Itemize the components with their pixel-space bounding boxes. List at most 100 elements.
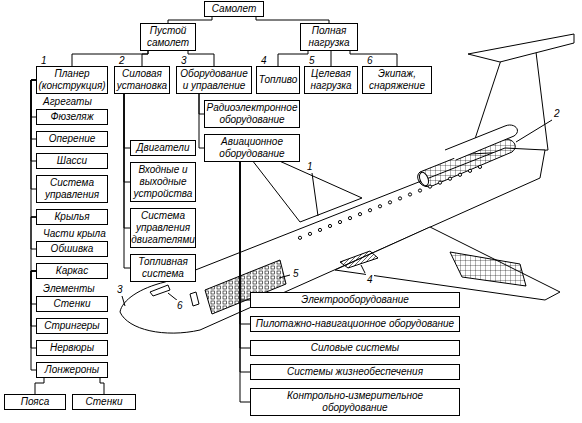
box-text: Топливная система xyxy=(134,256,192,280)
window xyxy=(308,232,311,235)
window xyxy=(448,177,451,180)
connector xyxy=(142,51,148,66)
window xyxy=(298,236,301,239)
connector xyxy=(240,162,250,324)
hierarchy-box: Система управления xyxy=(36,175,108,203)
box-text: Шасси xyxy=(57,155,87,167)
engine-nacelle xyxy=(445,125,517,160)
fuel-tank xyxy=(340,251,378,268)
hierarchy-box: Радиоэлектронное оборудование xyxy=(204,100,300,128)
box-text: Обшивка xyxy=(51,243,94,255)
callout-number: 1 xyxy=(40,55,48,66)
hierarchy-box: Оперение xyxy=(36,131,108,147)
leader-line xyxy=(122,296,125,306)
window xyxy=(458,173,461,176)
connector xyxy=(331,51,332,66)
hierarchy-box: Пилотажно-навигационное оборудование xyxy=(250,316,460,332)
callout-number: 4 xyxy=(260,55,268,66)
connector xyxy=(240,162,250,372)
window xyxy=(398,197,401,200)
hierarchy-box: Нервюры xyxy=(36,340,108,356)
hierarchy-box: Планер (конструкция) xyxy=(36,66,108,94)
connector xyxy=(240,162,250,300)
window xyxy=(428,185,431,188)
box-text: Крылья xyxy=(54,211,89,223)
callout-number: 3 xyxy=(180,55,188,66)
group-label: Элементы xyxy=(42,283,96,294)
connector xyxy=(240,162,250,348)
box-text: Системы жизнеобеспечения xyxy=(287,366,423,378)
hierarchy-box: Контрольно-измерительное оборудование xyxy=(250,388,460,416)
window xyxy=(368,209,371,212)
connector xyxy=(100,378,104,394)
box-text: Планер (конструкция) xyxy=(38,68,105,92)
box-text: Пилотажно-навигационное оборудование xyxy=(256,318,454,330)
callout-number: 1 xyxy=(306,161,314,172)
callout-number: 2 xyxy=(553,108,561,119)
hierarchy-box: Силовые системы xyxy=(250,340,460,356)
window xyxy=(328,224,331,227)
engine-intake xyxy=(418,171,431,187)
hierarchy-box: Самолет xyxy=(204,1,264,17)
box-text: Каркас xyxy=(56,265,88,277)
window xyxy=(338,220,341,223)
hierarchy-box: Топливная система xyxy=(130,254,196,282)
box-text: Входные и выходные устройства xyxy=(134,164,193,200)
wing-cutaway xyxy=(450,252,526,286)
hierarchy-box: Системы жизнеобеспечения xyxy=(250,364,460,380)
hierarchy-box: Топливо xyxy=(256,66,300,94)
hierarchy-box: Стрингеры xyxy=(36,318,108,334)
callout-number: 4 xyxy=(366,274,374,285)
door xyxy=(190,292,199,306)
window xyxy=(358,213,361,216)
leader-lines xyxy=(122,120,552,306)
hierarchy-box: Крылья xyxy=(36,209,108,225)
box-text: Силовая установка xyxy=(117,68,167,92)
leader-line xyxy=(361,265,365,273)
horizontal-stabilizer xyxy=(468,34,574,62)
leader-line xyxy=(279,275,290,278)
hierarchy-box: Стенки xyxy=(36,296,108,312)
group-label: Агрегаты xyxy=(42,96,93,107)
window-row xyxy=(298,165,481,239)
hierarchy-box: Электрооборудование xyxy=(250,292,460,308)
callout-number: 5 xyxy=(292,268,300,279)
box-text: Топливо xyxy=(259,74,298,86)
box-text: Лонжероны xyxy=(45,364,99,376)
box-text: Авиационное оборудование xyxy=(208,136,296,160)
hierarchy-box: Входные и выходные устройства xyxy=(130,162,196,202)
window xyxy=(418,189,421,192)
box-text: Пояса xyxy=(21,396,50,408)
callout-number: 2 xyxy=(118,55,126,66)
window xyxy=(388,201,391,204)
hierarchy-box: Шасси xyxy=(36,153,108,169)
box-text: Нервюры xyxy=(50,342,94,354)
connector xyxy=(278,51,308,66)
box-text: Целевая нагрузка xyxy=(308,68,354,92)
hierarchy-box: Полная нагрузка xyxy=(300,23,358,51)
window xyxy=(378,205,381,208)
leader-line xyxy=(312,173,318,216)
box-text: Контрольно-измерительное оборудование xyxy=(254,390,456,414)
callout-number: 6 xyxy=(366,55,374,66)
hierarchy-box: Силовая установка xyxy=(114,66,170,94)
window xyxy=(438,181,441,184)
hierarchy-box: Фюзеляж xyxy=(36,109,108,125)
hierarchy-box: Обшивка xyxy=(36,241,108,257)
box-text: Стенки xyxy=(54,298,91,310)
fuselage xyxy=(120,148,545,333)
callout-number: 5 xyxy=(308,55,316,66)
callout-number: 6 xyxy=(176,300,184,311)
cockpit-window xyxy=(150,285,170,296)
window xyxy=(478,165,481,168)
window xyxy=(348,217,351,220)
box-text: Радиоэлектронное оборудование xyxy=(207,102,298,126)
connector xyxy=(72,51,148,66)
hierarchy-box: Стенки xyxy=(72,394,136,410)
hierarchy-box: Авиационное оборудование xyxy=(204,134,300,162)
callout-number: 3 xyxy=(116,284,124,295)
hierarchy-box: Целевая нагрузка xyxy=(304,66,358,94)
box-text: Система управления двигателями xyxy=(131,210,195,246)
near-wing xyxy=(335,227,560,300)
hierarchy-box: Пустой самолет xyxy=(140,23,196,51)
